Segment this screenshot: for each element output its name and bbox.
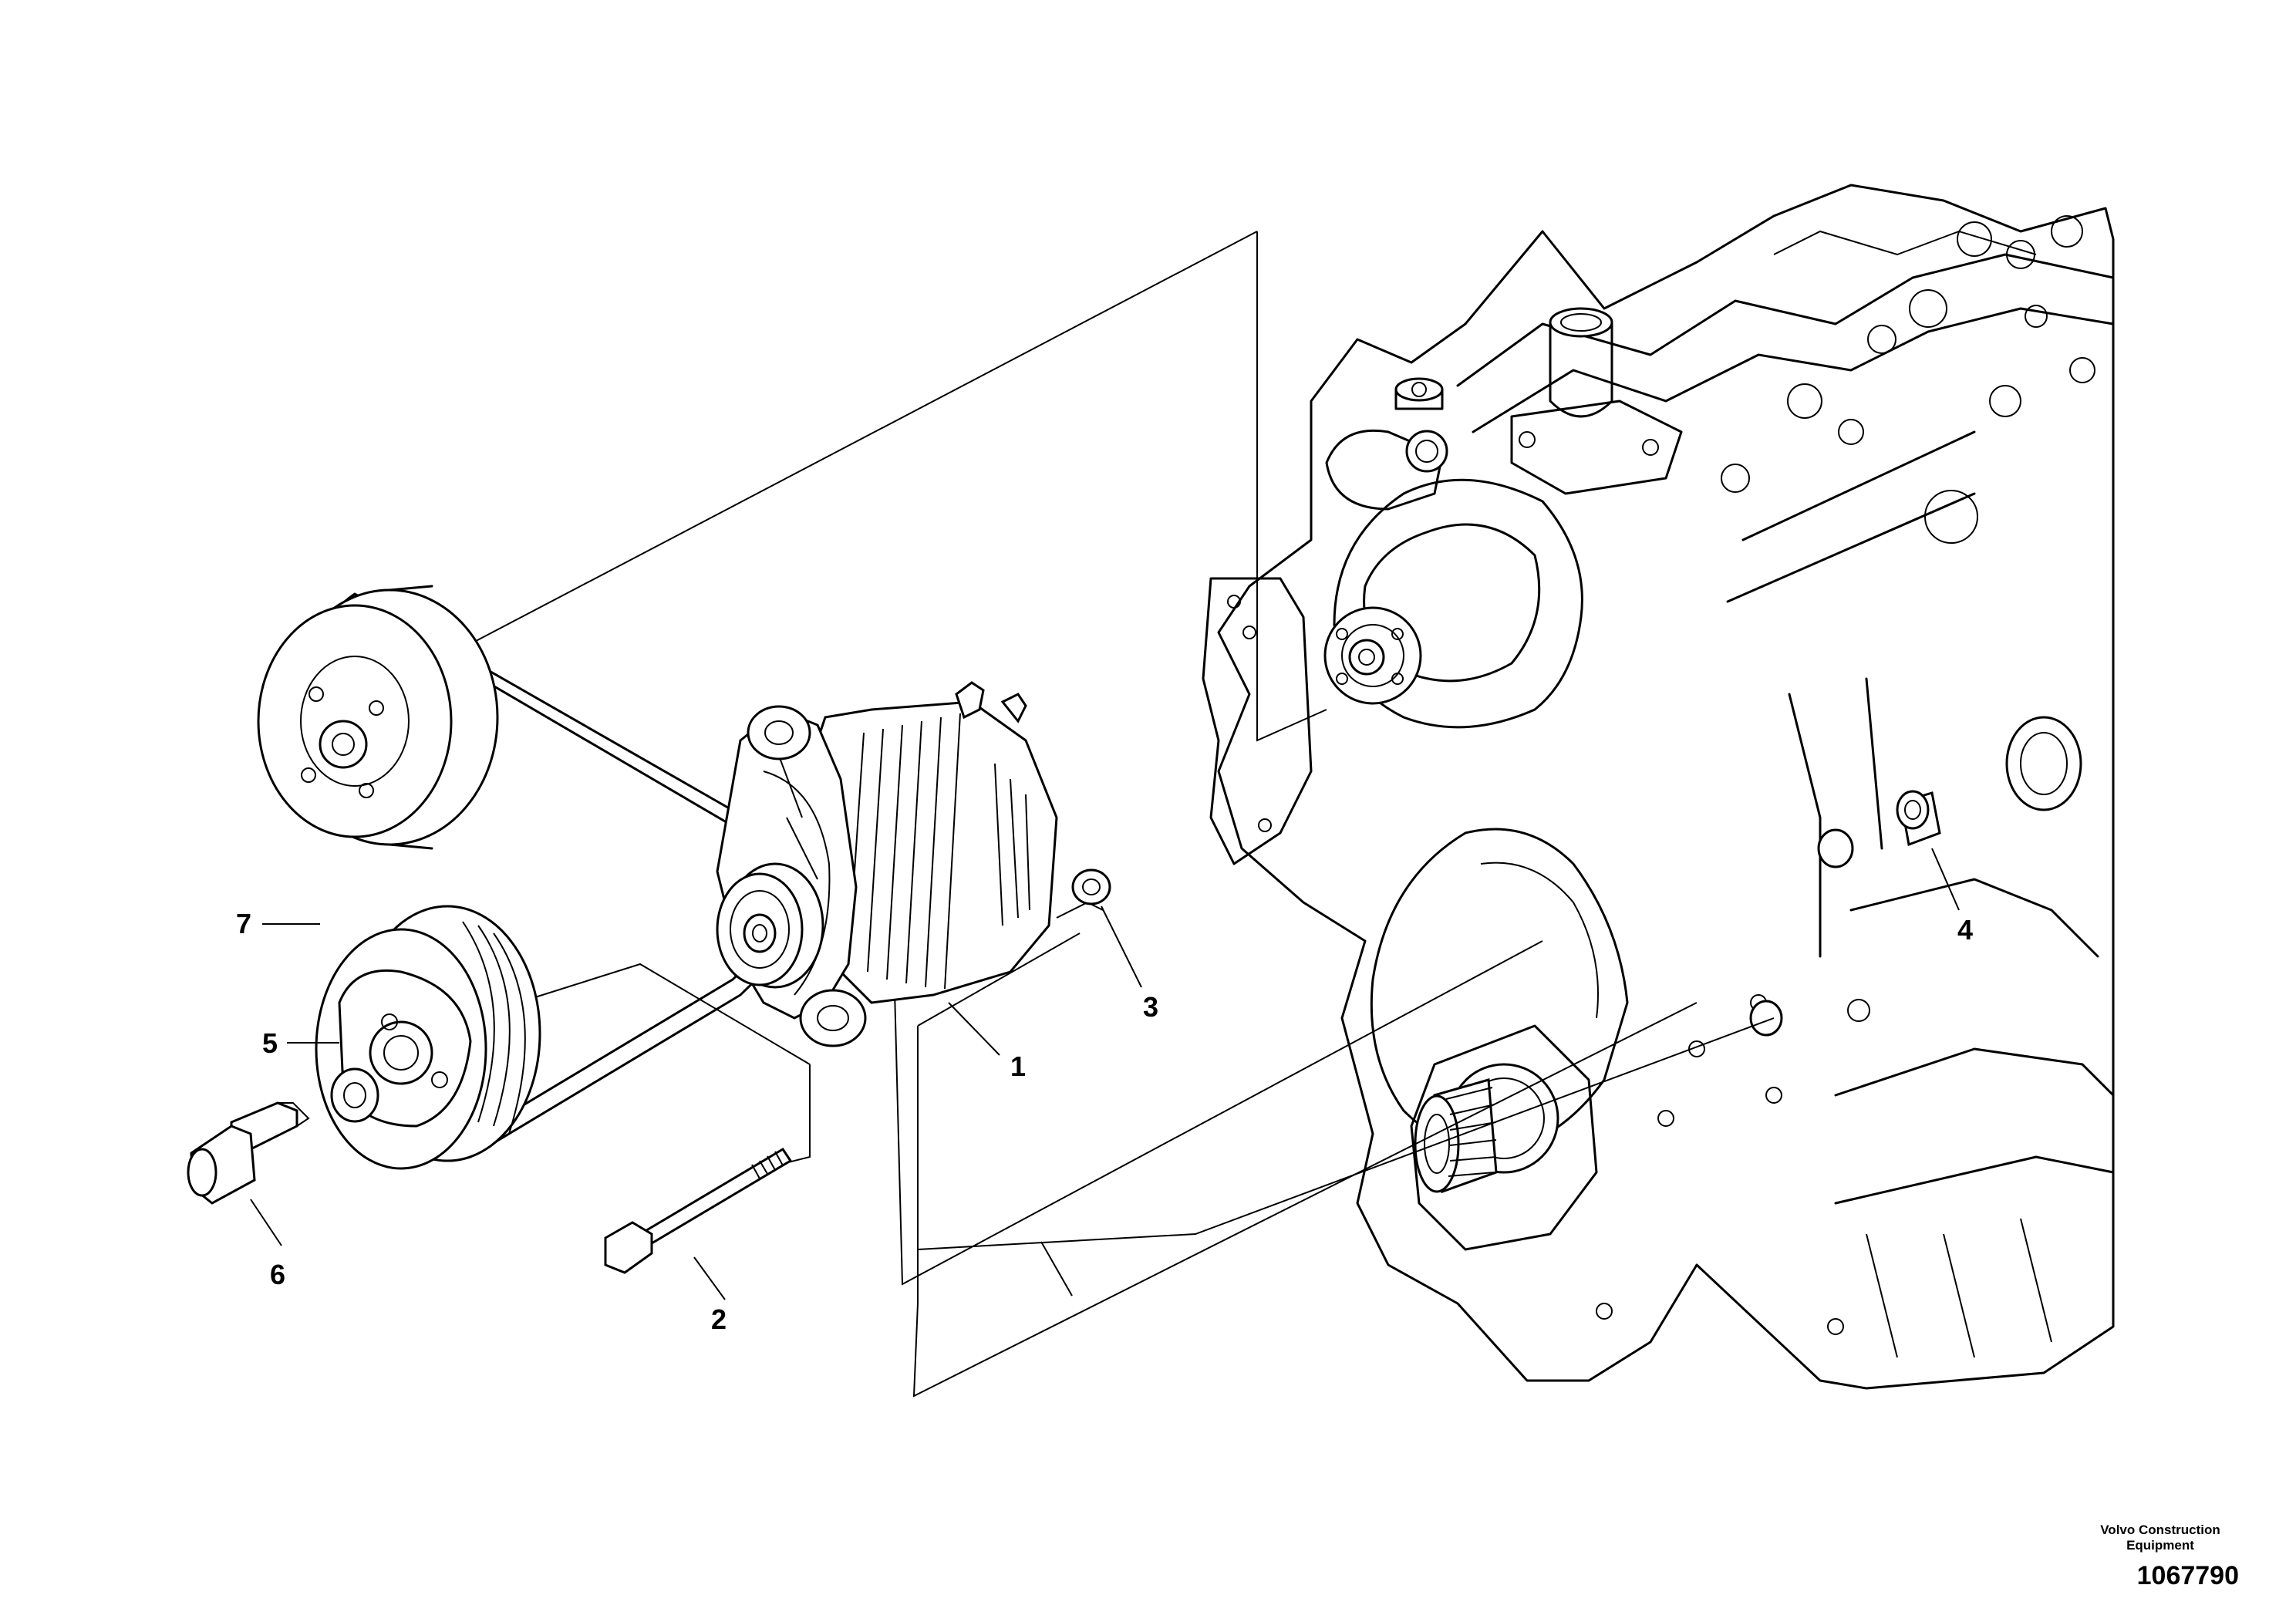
crank-pulley (315, 905, 541, 1170)
callout-2: 2 (711, 1303, 727, 1335)
brand-line-1: Volvo Construction (2100, 1523, 2220, 1537)
callout-labels: 1 2 3 4 5 6 7 (236, 908, 1973, 1335)
callout-leaders (250, 848, 1960, 1300)
alternator-bolt (604, 1147, 793, 1274)
title-block: Volvo Construction Equipment 1067790 (2068, 1523, 2253, 1591)
callout-1: 1 (1010, 1050, 1026, 1082)
assembly-lines (462, 231, 1775, 1398)
callout-5: 5 (262, 1027, 278, 1059)
engine-block (1202, 184, 2115, 1390)
callout-7: 7 (236, 908, 251, 939)
callout-4: 4 (1957, 914, 1973, 946)
alternator (716, 681, 1058, 1047)
callout-6: 6 (270, 1259, 285, 1290)
pulley-bolt (187, 1101, 310, 1205)
brand-line-2: Equipment (2126, 1538, 2194, 1553)
callout-3: 3 (1143, 991, 1158, 1023)
document-number: 1067790 (2136, 1561, 2239, 1590)
alternator-nut (1071, 868, 1111, 905)
upper-pulley (257, 585, 499, 850)
mounting-bushing (1896, 790, 1941, 847)
